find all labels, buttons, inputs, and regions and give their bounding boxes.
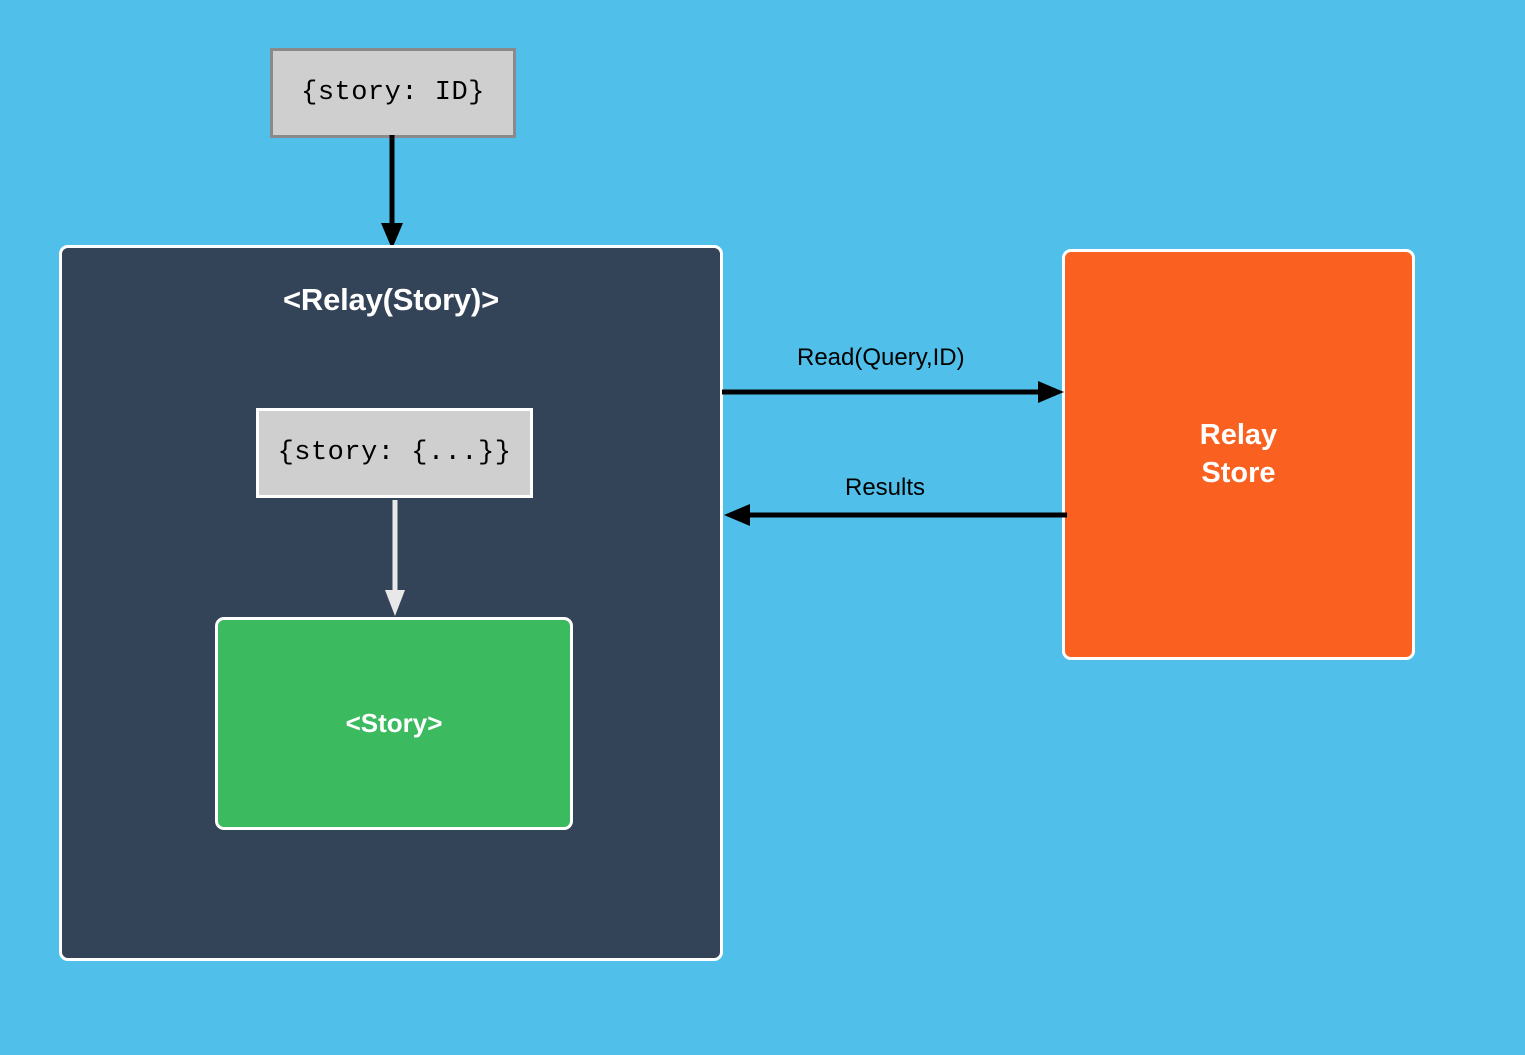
results-edge-label: Results [845, 474, 926, 501]
story-component-label: <Story> [345, 708, 443, 738]
relay-store-box[interactable]: Relay Store [1062, 249, 1415, 660]
relay-store-label-line2: Store [1201, 456, 1276, 489]
props-out-box[interactable]: {story: {...}} [256, 408, 533, 498]
props-in-label: {story: ID} [301, 78, 485, 108]
props-out-label: {story: {...}} [277, 438, 512, 468]
read-edge-label: Read(Query,ID) [797, 344, 965, 371]
relay-store-label: Relay Store [1200, 417, 1277, 491]
relay-store-label-line1: Relay [1199, 419, 1278, 452]
relay-container-title: <Relay(Story)> [282, 282, 500, 317]
results-edge-arrow [724, 504, 1067, 526]
props-in-arrow [381, 135, 403, 249]
props-out-arrow [385, 500, 405, 616]
read-edge-arrow [722, 381, 1064, 403]
story-component-box[interactable]: <Story> [215, 617, 573, 830]
props-in-box[interactable]: {story: ID} [270, 48, 516, 138]
relay-container[interactable]: <Relay(Story)> {story: {...}} <Story> [59, 245, 723, 961]
